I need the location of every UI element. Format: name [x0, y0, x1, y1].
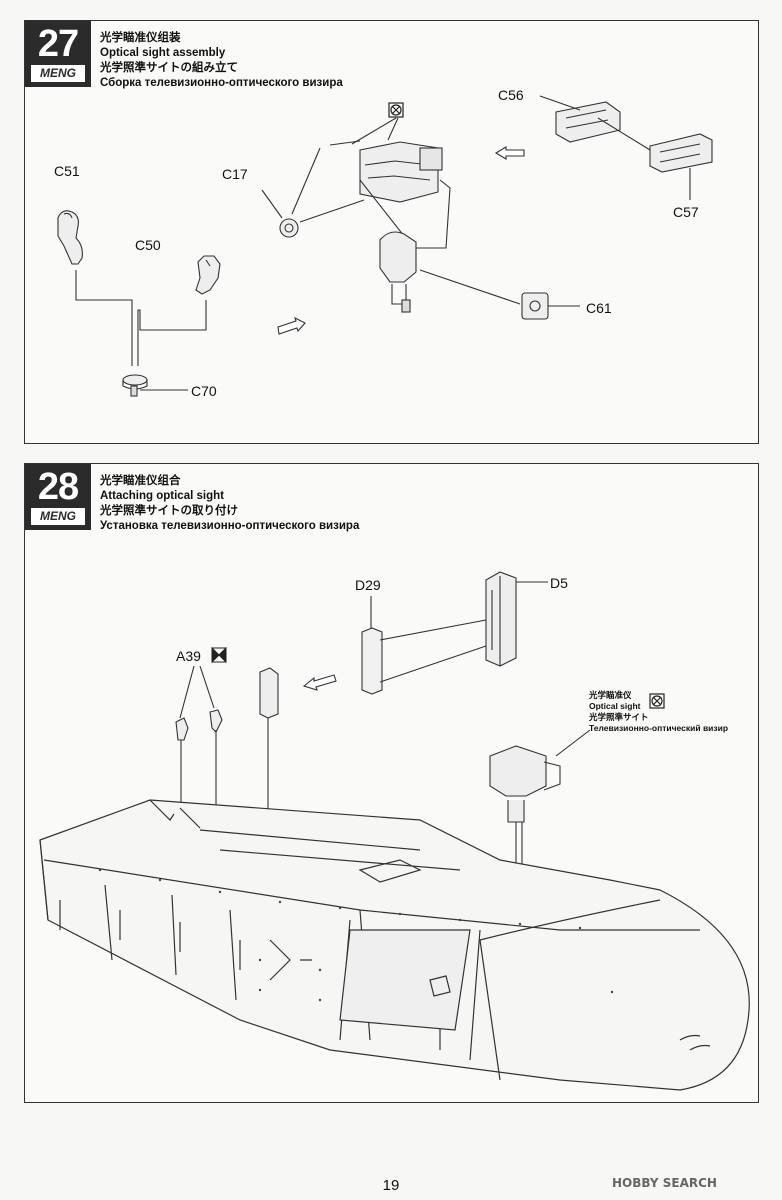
part-d5 — [485, 571, 548, 667]
step-titles: 光学瞄准仪组合 Attaching optical sight 光学照準サイトの… — [100, 474, 359, 534]
label-d5: D5 — [550, 575, 568, 591]
note-ru: Телевизионно-оптический визир — [589, 723, 729, 733]
page-number: 19 — [382, 1177, 400, 1194]
title-ja: 光学照準サイトの組み立て — [100, 62, 238, 74]
part-c57 — [539, 95, 713, 200]
label-c70: C70 — [191, 383, 217, 399]
part-c70 — [122, 374, 188, 397]
note-zh: 光学瞄准仪 — [589, 690, 632, 700]
label-c57: C57 — [673, 204, 699, 220]
part-c17 — [261, 189, 299, 238]
no-glue-icon — [388, 102, 665, 709]
label-a39: A39 — [176, 648, 201, 664]
part-c56 — [555, 101, 621, 143]
brand-logo: MENG — [31, 508, 85, 525]
vehicle-hull — [39, 799, 750, 1091]
step-badge: 27 MENG — [25, 21, 91, 87]
step-number: 28 — [37, 466, 79, 508]
part-optical-sight — [489, 729, 591, 904]
step-badge: 28 MENG — [25, 464, 91, 530]
watermark: HOBBY SEARCH — [612, 1176, 717, 1190]
direction-arrow-icon — [277, 146, 525, 691]
note-ja: 光学照準サイト — [589, 712, 649, 722]
hull-rivets — [98, 868, 614, 1002]
label-c56: C56 — [498, 87, 524, 103]
title-ru: Сборка телевизионно-оптического визира — [100, 77, 343, 89]
title-ru: Установка телевизионно-оптического визир… — [100, 520, 360, 532]
label-c51: C51 — [54, 163, 80, 179]
optical-sight-note: 光学瞄准仪 Optical sight 光学照準サイト Телевизионно… — [589, 690, 728, 734]
title-en: Optical sight assembly — [100, 47, 226, 59]
title-ja: 光学照準サイトの取り付け — [100, 505, 238, 517]
title-zh: 光学瞄准仪组合 — [100, 475, 181, 487]
part-d29 — [361, 596, 487, 695]
part-c50 — [195, 255, 221, 295]
part-c51 — [57, 210, 83, 265]
note-en: Optical sight — [589, 701, 641, 711]
label-c61: C61 — [586, 300, 612, 316]
label-d29: D29 — [355, 577, 381, 593]
brand-logo: MENG — [31, 65, 85, 82]
label-c50: C50 — [135, 237, 161, 253]
step-titles: 光学瞄准仪组装 Optical sight assembly 光学照準サイトの組… — [100, 31, 343, 91]
title-en: Attaching optical sight — [100, 490, 224, 502]
title-zh: 光学瞄准仪组装 — [100, 32, 181, 44]
step-number: 27 — [37, 23, 79, 65]
part-c61 — [521, 292, 580, 320]
label-c17: C17 — [222, 166, 248, 182]
part-sight-housing — [291, 117, 521, 313]
optional-part-icon — [211, 646, 227, 664]
step-27-panel: 27 MENG 光学瞄准仪组装 Optical sight assembly 光… — [24, 20, 759, 444]
